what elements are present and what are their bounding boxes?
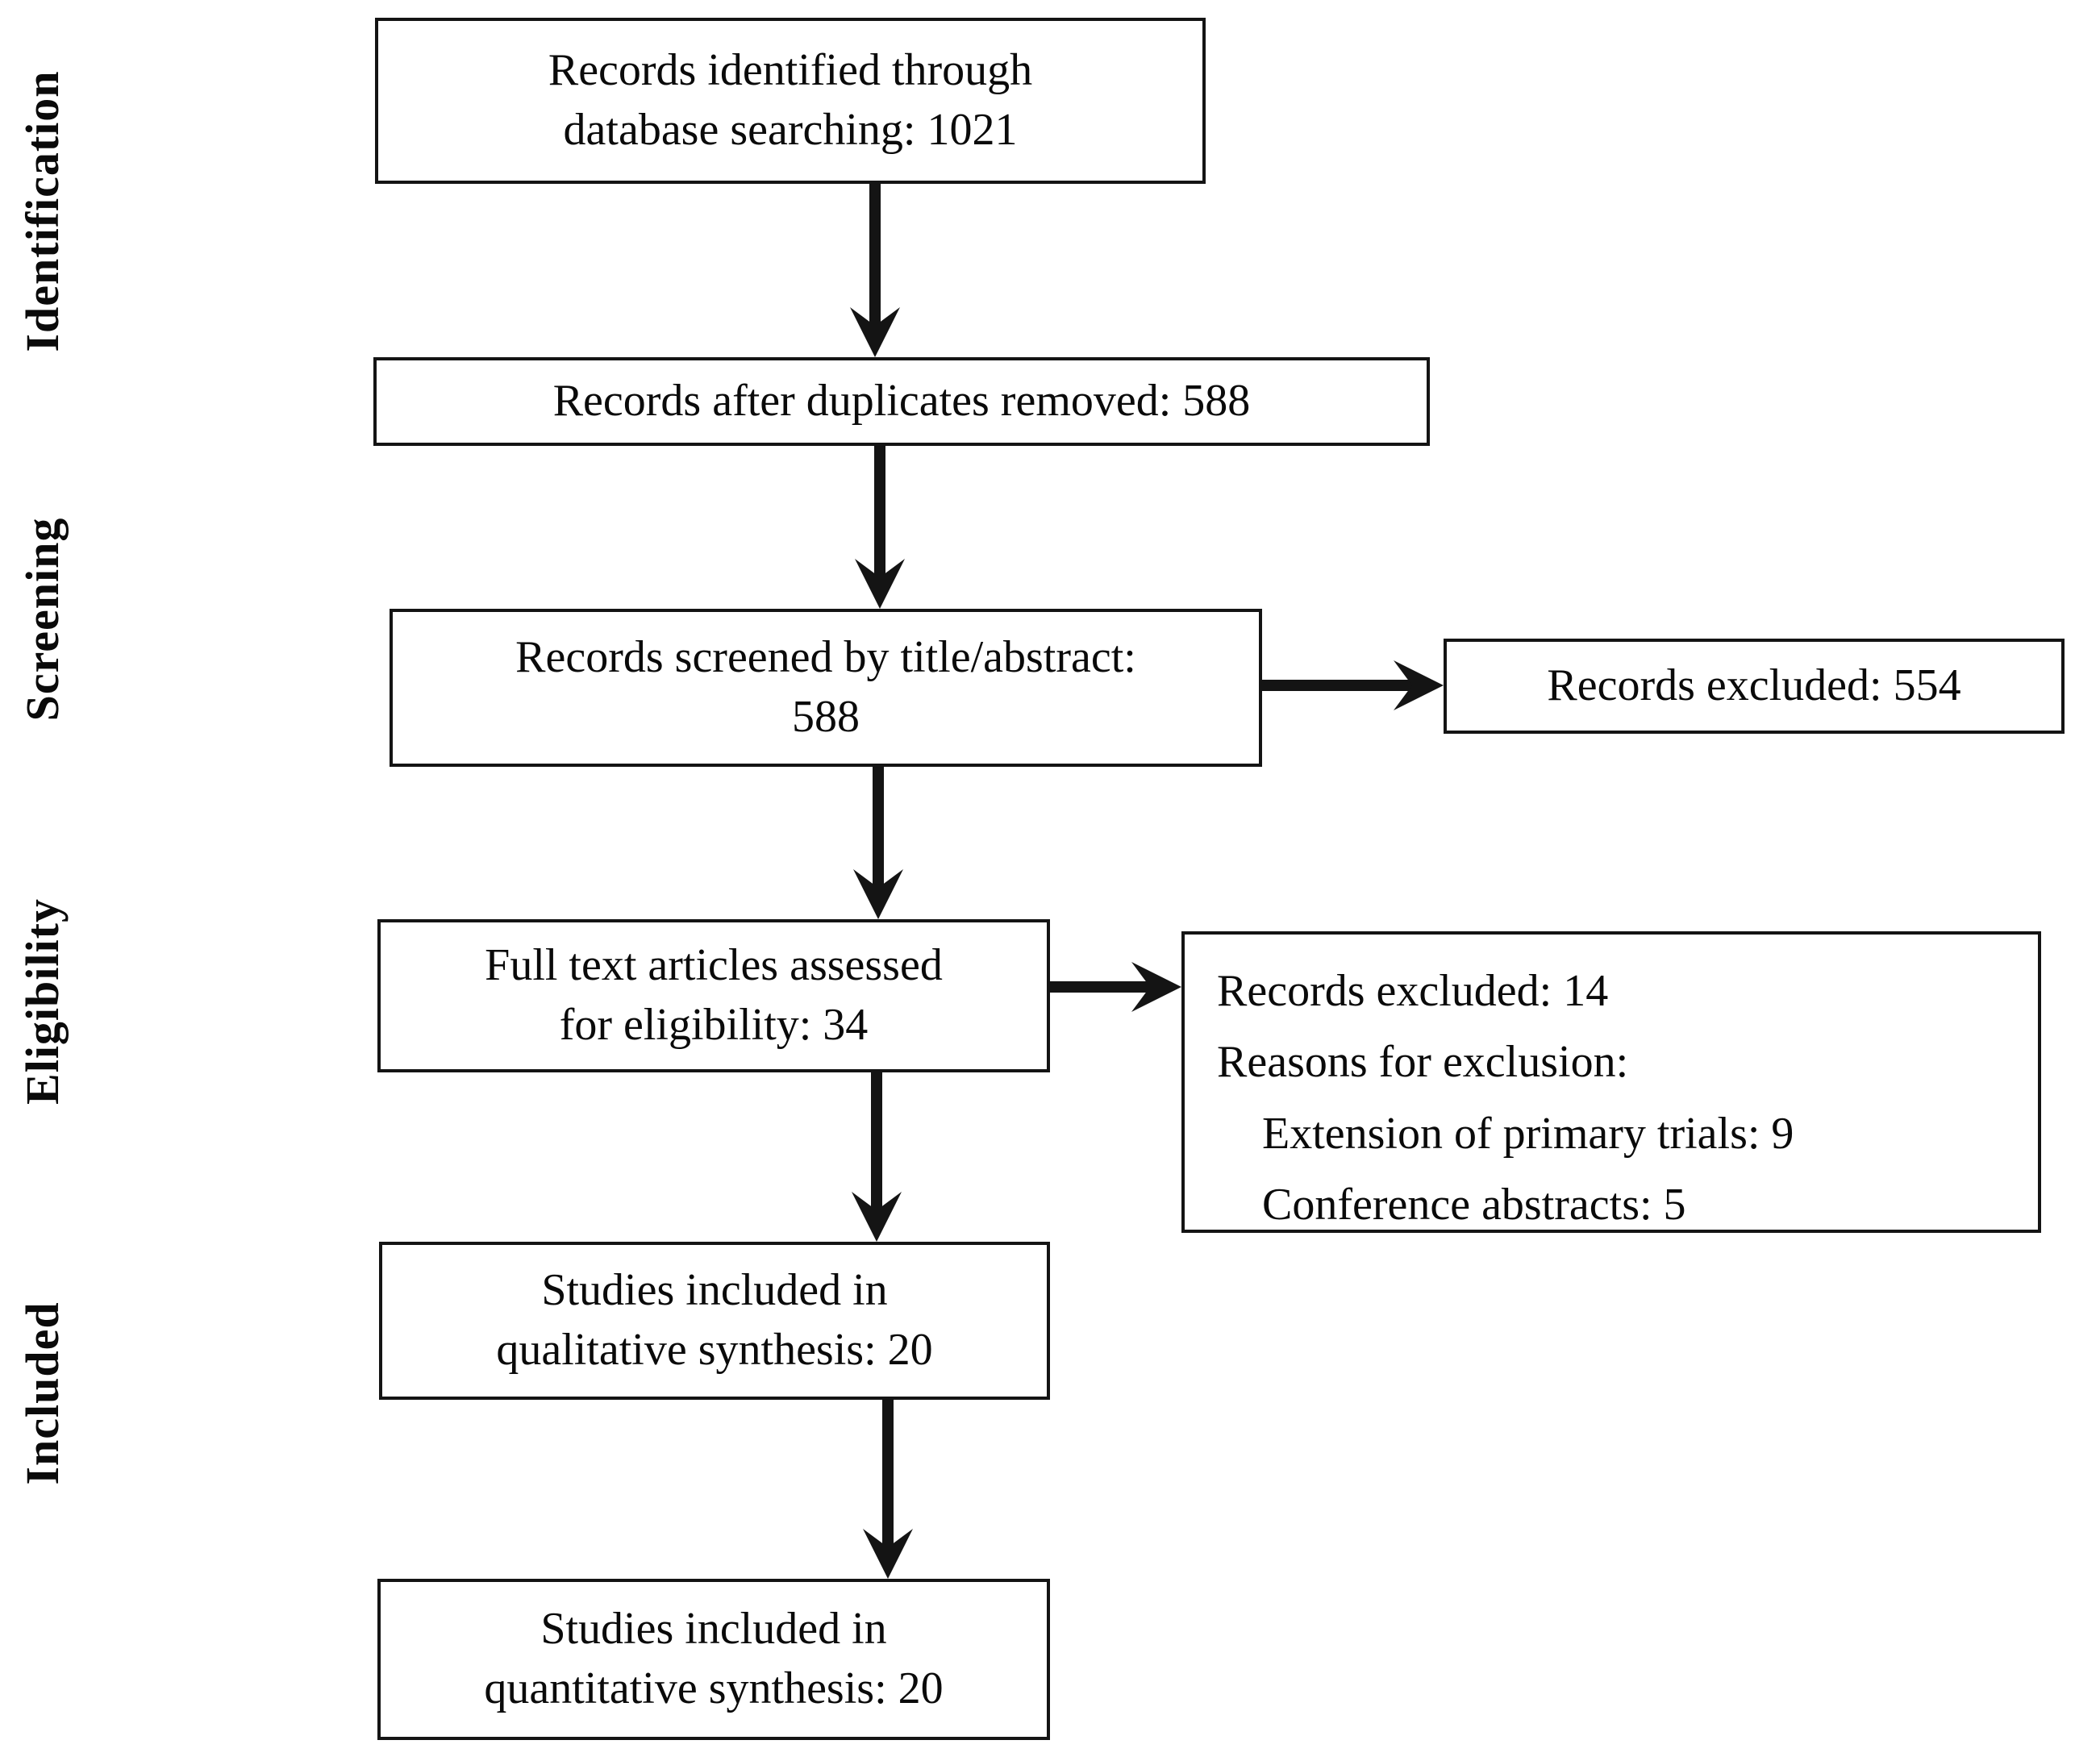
arrow-identified-to-deduplicated xyxy=(850,177,900,357)
arrow-fulltext-to-qualitative xyxy=(852,1069,902,1242)
box-records-excluded-screening: Records excluded: 554 xyxy=(1444,639,2065,734)
box-text-line: Conference abstracts: 5 xyxy=(1262,1180,1686,1230)
box-text-line: Records excluded: 14 xyxy=(1217,966,1609,1016)
box-records-identified: Records identified through database sear… xyxy=(375,18,1206,184)
box-text-line: Records excluded: 554 xyxy=(1547,660,1961,711)
box-text-line: Records screened by title/abstract: xyxy=(515,632,1136,683)
box-text-line: Studies included in xyxy=(541,1265,888,1316)
stage-label-eligibility: Eligibility xyxy=(15,898,69,1105)
box-text-line: qualitative synthesis: 20 xyxy=(496,1325,933,1375)
arrow-qualitative-to-quantitative xyxy=(863,1398,913,1579)
arrow-fulltext-to-excluded xyxy=(1048,962,1181,1012)
box-fulltext-assessed: Full text articles assessed for eligibil… xyxy=(377,919,1050,1072)
box-text-line: for eligibility: 34 xyxy=(559,1000,869,1050)
box-text-line: Full text articles assessed xyxy=(485,940,943,991)
stage-label-identification: Identification xyxy=(15,70,69,352)
arrow-deduplicated-to-screened xyxy=(855,444,905,609)
box-duplicates-removed: Records after duplicates removed: 588 xyxy=(373,357,1430,446)
box-records-excluded-fulltext: Records excluded: 14 Reasons for exclusi… xyxy=(1181,931,2041,1233)
box-text-line: Extension of primary trials: 9 xyxy=(1262,1108,1794,1159)
stage-label-included: Included xyxy=(15,1301,69,1485)
box-text-line: 588 xyxy=(792,692,860,742)
box-records-screened: Records screened by title/abstract: 588 xyxy=(390,609,1262,767)
box-text-line: Reasons for exclusion: xyxy=(1217,1037,1629,1088)
box-text-line: Records identified through xyxy=(548,45,1033,96)
box-qualitative-synthesis: Studies included in qualitative synthesi… xyxy=(379,1242,1050,1400)
box-text-line: database searching: 1021 xyxy=(563,105,1018,155)
arrow-screened-to-fulltext xyxy=(853,764,903,919)
box-text-line: Records after duplicates removed: 588 xyxy=(552,376,1251,427)
arrow-screened-to-excluded xyxy=(1260,660,1444,710)
box-text-line: quantitative synthesis: 20 xyxy=(484,1663,944,1713)
box-quantitative-synthesis: Studies included in quantitative synthes… xyxy=(377,1579,1050,1740)
box-text-line: Studies included in xyxy=(540,1604,887,1655)
